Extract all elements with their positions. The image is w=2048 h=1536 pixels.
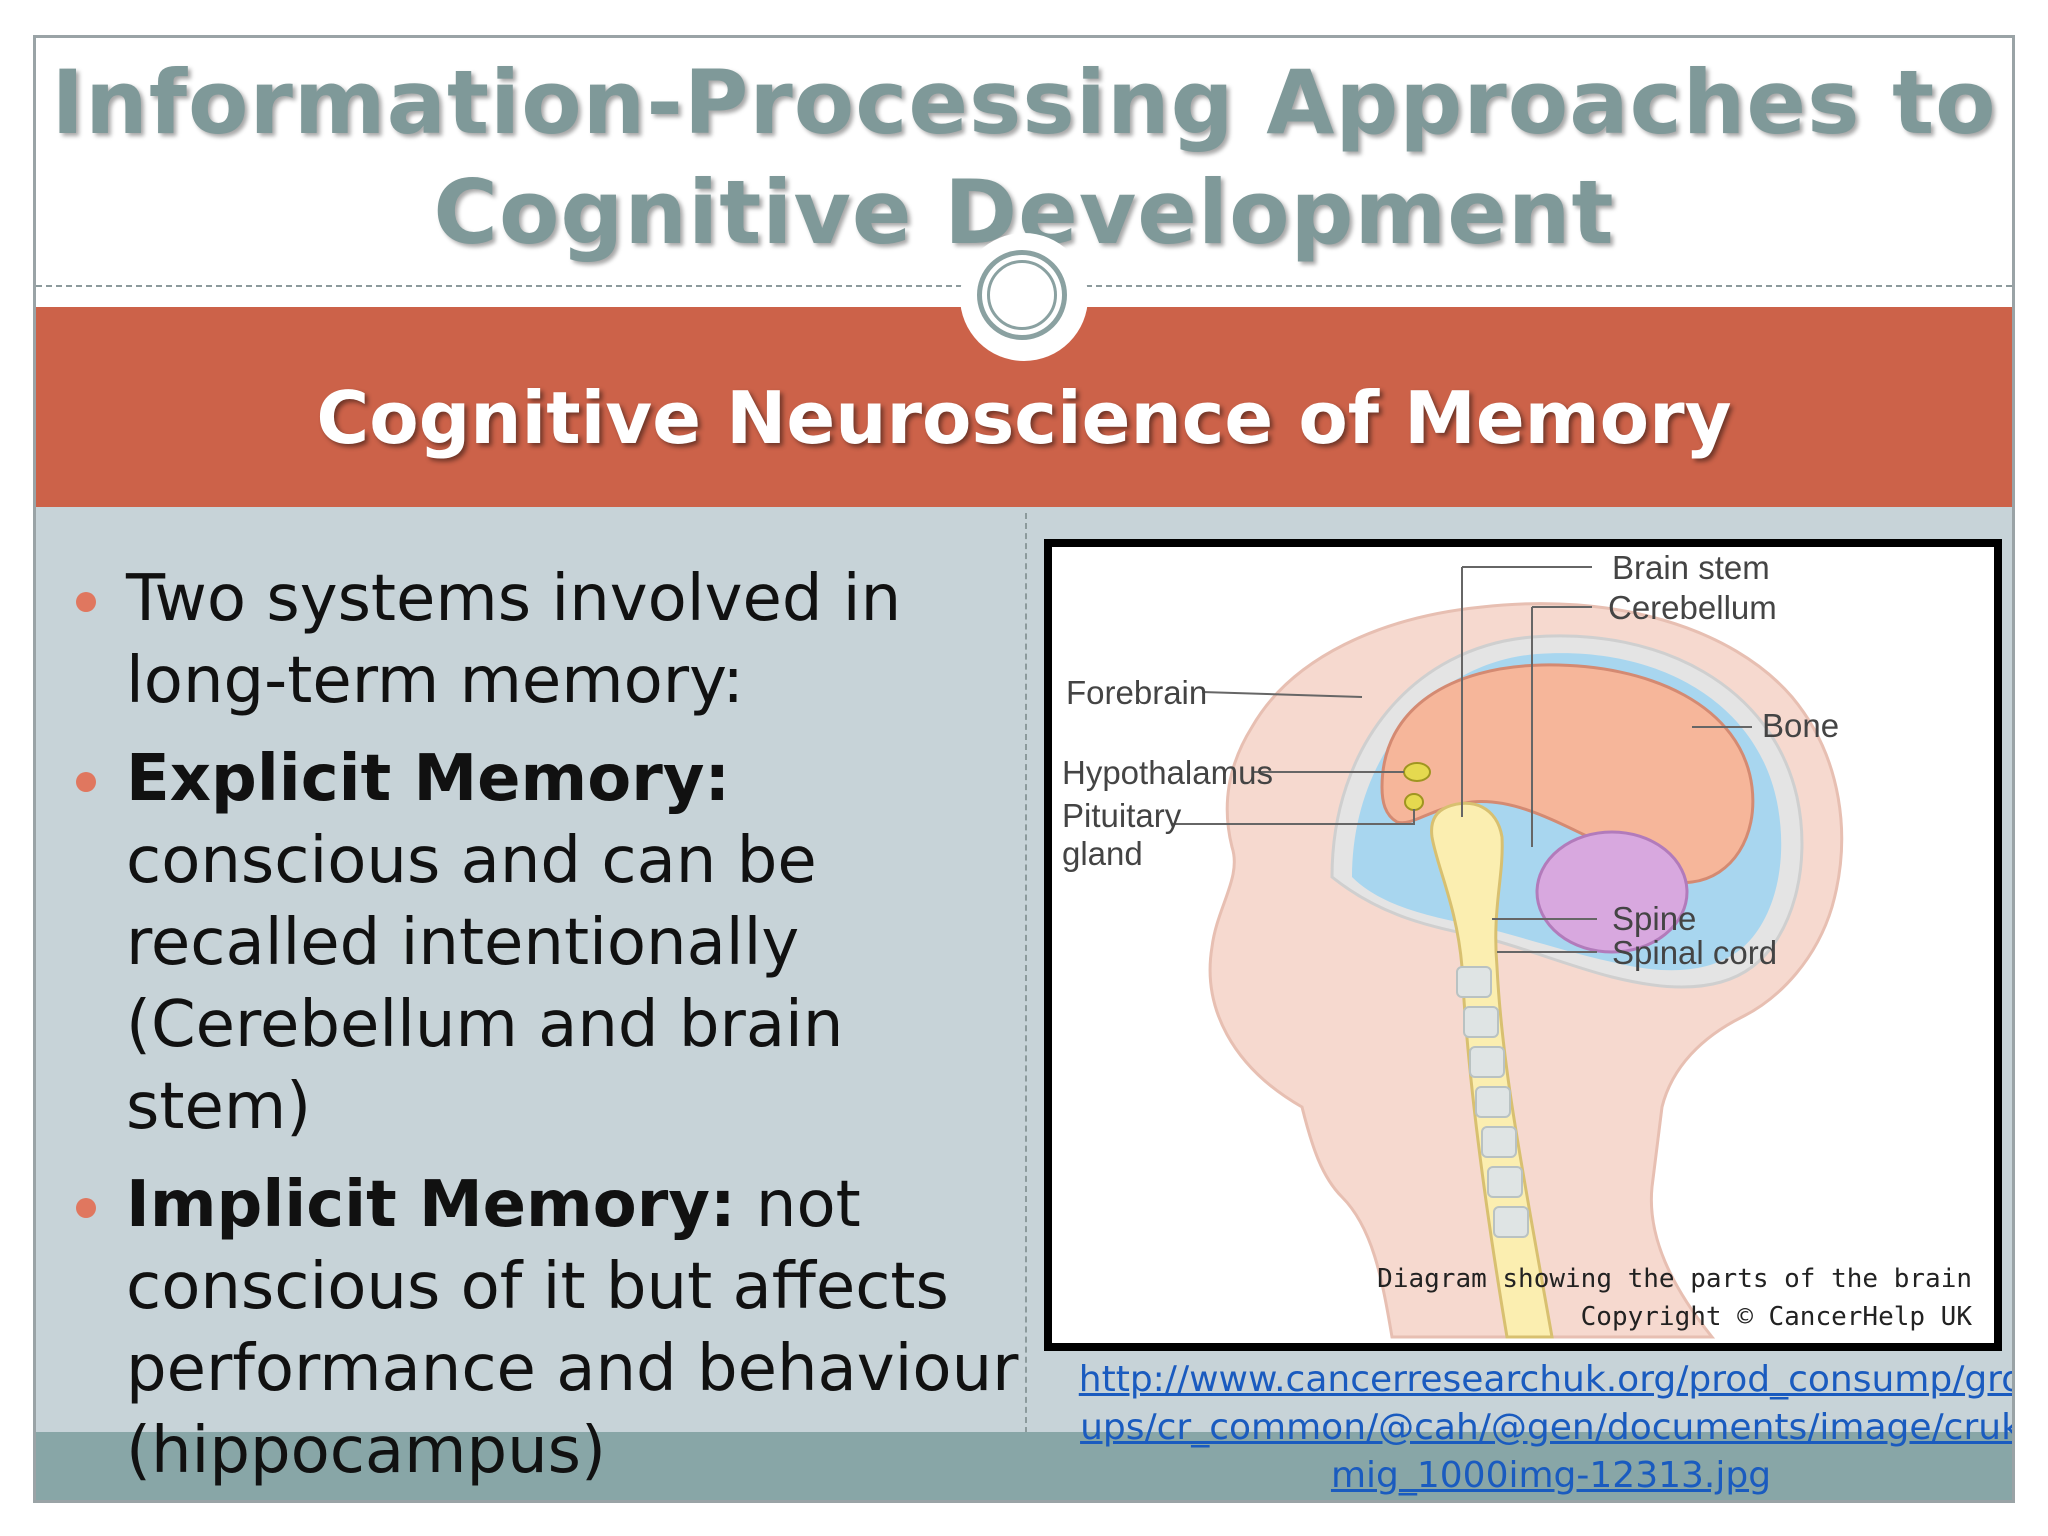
brain-diagram: Brain stem Cerebellum Forebrain Bone Hyp… <box>1044 539 2002 1351</box>
bullet-dot-icon <box>76 772 96 792</box>
bullet-text: conscious and can be recalled intentiona… <box>126 824 844 1144</box>
label-bone: Bone <box>1762 707 1839 744</box>
bullet-dot-icon <box>76 592 96 612</box>
label-spine: Spine <box>1612 900 1696 937</box>
spine-vertebrae <box>1456 966 1529 1238</box>
label-cerebellum: Cerebellum <box>1608 589 1777 626</box>
label-pituitary-1: Pituitary <box>1062 797 1182 834</box>
brain-diagram-svg: Brain stem Cerebellum Forebrain Bone Hyp… <box>1062 549 1973 1339</box>
bullet-item: Two systems involved in long-term memory… <box>64 558 1024 722</box>
bullet-item: Explicit Memory: conscious and can be re… <box>64 738 1024 1148</box>
bullet-item: Implicit Memory: not conscious of it but… <box>64 1164 1024 1492</box>
diagram-copyright: Copyright © CancerHelp UK <box>1581 1302 1973 1332</box>
forebrain-shape <box>1380 663 1755 885</box>
bullet-bold: Explicit Memory: <box>126 742 731 816</box>
leader-lines <box>1172 566 1752 953</box>
slide-title: Information-Processing Approaches to Cog… <box>36 48 2012 268</box>
label-forebrain: Forebrain <box>1066 674 1207 711</box>
bullet-list: Two systems involved in long-term memory… <box>64 558 1024 1500</box>
slide-subtitle: Cognitive Neuroscience of Memory <box>316 376 1732 460</box>
bullet-text: Two systems involved in long-term memory… <box>126 562 902 718</box>
pituitary-shape <box>1404 793 1424 811</box>
label-brain-stem: Brain stem <box>1612 549 1770 586</box>
label-hypothalamus: Hypothalamus <box>1062 754 1273 791</box>
bullet-text: not conscious of it but affects performa… <box>126 1168 1019 1488</box>
diagram-caption: Diagram showing the parts of the brain <box>1377 1264 1972 1294</box>
footer-bar <box>36 1432 2012 1500</box>
title-line-1: Information-Processing Approaches to <box>51 51 1997 154</box>
slide: Information-Processing Approaches to Cog… <box>33 35 2015 1503</box>
column-divider <box>1025 513 1027 1433</box>
label-pituitary-2: gland <box>1062 835 1143 872</box>
bullet-bold: Implicit Memory: <box>126 1168 736 1242</box>
cerebellum-shape <box>1535 830 1689 954</box>
bullet-dot-icon <box>76 1198 96 1218</box>
source-link[interactable]: http://www.cancerresearchuk.org/prod_con… <box>1078 1359 2015 1496</box>
hypothalamus-shape <box>1403 762 1431 782</box>
circle-ornament-inner-ring <box>987 260 1057 330</box>
label-spinal-cord: Spinal cord <box>1612 934 1777 971</box>
